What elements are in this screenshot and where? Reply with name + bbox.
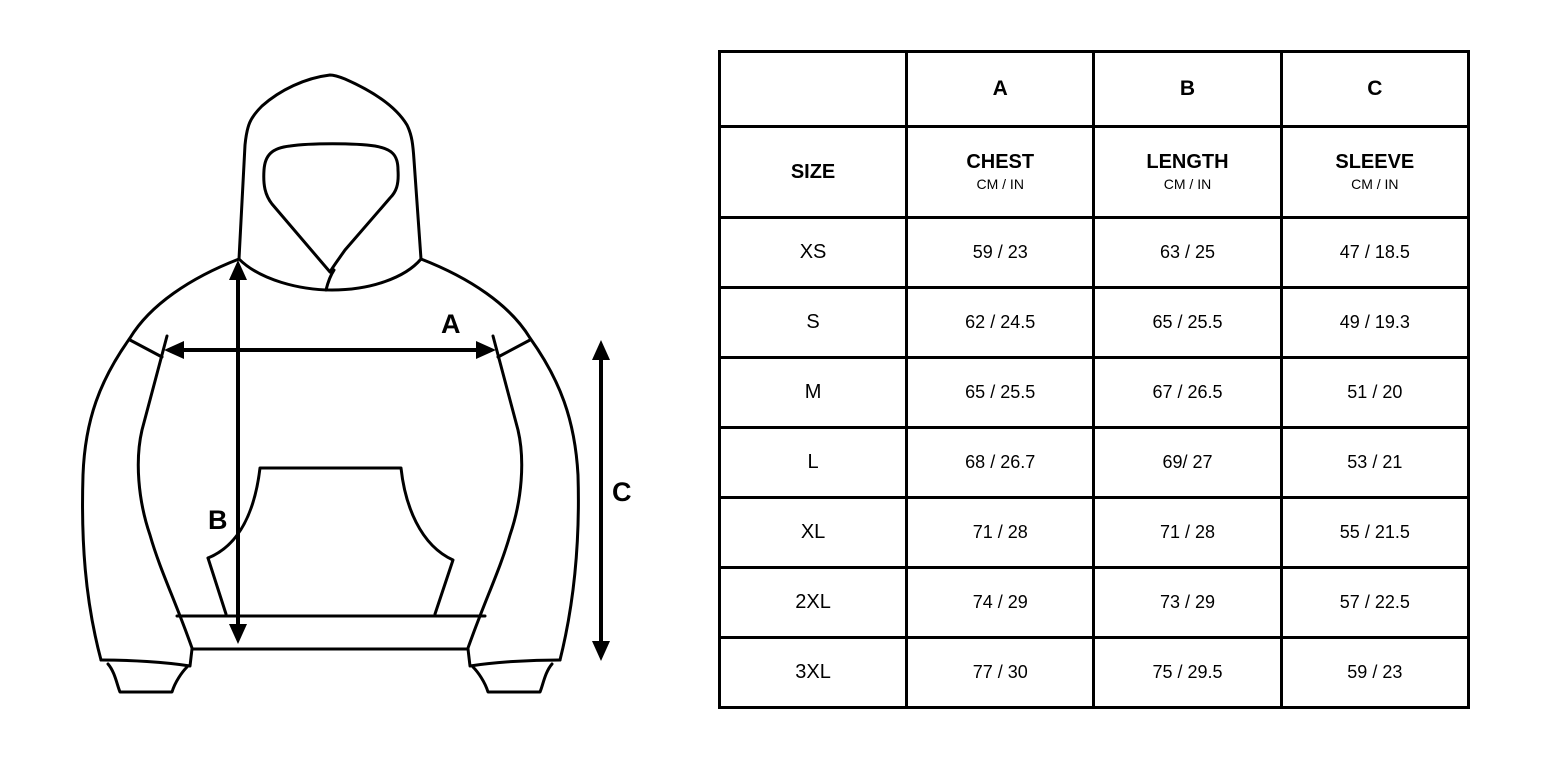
- size-cell: 3XL: [717, 636, 909, 709]
- chest-cell: 65 / 25.5: [905, 356, 1096, 429]
- length-cell: 65 / 25.5: [1092, 286, 1283, 359]
- table-row: M 65 / 25.5 67 / 26.5 51 / 20: [717, 356, 1471, 429]
- sleeve-cell: 49 / 19.3: [1279, 286, 1471, 359]
- length-label: LENGTH: [1146, 151, 1229, 173]
- size-cell: XL: [717, 496, 909, 569]
- chest-cell: 59 / 23: [905, 216, 1096, 289]
- size-cell: XS: [717, 216, 909, 289]
- size-column-header: SIZE: [717, 125, 909, 219]
- length-unit: CM / IN: [1163, 176, 1212, 192]
- length-cell: 75 / 29.5: [1092, 636, 1283, 709]
- chest-cell: 62 / 24.5: [905, 286, 1096, 359]
- length-column-header: LENGTH CM / IN: [1092, 125, 1283, 219]
- hoodie-diagram: A B C: [0, 0, 700, 768]
- sleeve-cell: 51 / 20: [1279, 356, 1471, 429]
- sleeve-column-header: SLEEVE CM / IN: [1279, 125, 1471, 219]
- dimension-label-a: A: [441, 309, 461, 339]
- hoodie-outline-icon: [81, 73, 610, 694]
- table-row: 2XL 74 / 29 73 / 29 57 / 22.5: [717, 566, 1471, 639]
- letter-b-header: B: [1092, 50, 1283, 128]
- length-cell: 67 / 26.5: [1092, 356, 1283, 429]
- sleeve-unit: CM / IN: [1351, 176, 1399, 192]
- dimension-label-c: C: [612, 477, 632, 507]
- table-row: 3XL 77 / 30 75 / 29.5 59 / 23: [717, 636, 1471, 709]
- length-cell: 63 / 25: [1092, 216, 1283, 289]
- sleeve-cell: 53 / 21: [1279, 426, 1471, 499]
- letter-header-row: A B C: [717, 50, 1471, 128]
- length-cell: 73 / 29: [1092, 566, 1283, 639]
- chest-unit: CM / IN: [976, 176, 1024, 192]
- sleeve-label: SLEEVE: [1335, 151, 1415, 173]
- size-cell: L: [717, 426, 909, 499]
- chest-column-header: CHEST CM / IN: [905, 125, 1096, 219]
- chest-label: CHEST: [966, 151, 1035, 173]
- chest-cell: 77 / 30: [905, 636, 1096, 709]
- table-row: XS 59 / 23 63 / 25 47 / 18.5: [717, 216, 1471, 289]
- size-cell: S: [717, 286, 909, 359]
- chest-cell: 68 / 26.7: [905, 426, 1096, 499]
- column-header-row: SIZE CHEST CM / IN LENGTH CM / IN SLEEVE CM…: [717, 125, 1471, 219]
- length-cell: 71 / 28: [1092, 496, 1283, 569]
- sleeve-cell: 55 / 21.5: [1279, 496, 1471, 569]
- empty-header-cell: [717, 50, 909, 128]
- chest-cell: 71 / 28: [905, 496, 1096, 569]
- chest-cell: 74 / 29: [905, 566, 1096, 639]
- sleeve-cell: 57 / 22.5: [1279, 566, 1471, 639]
- table-row: XL 71 / 28 71 / 28 55 / 21.5: [717, 496, 1471, 569]
- table-row: S 62 / 24.5 65 / 25.5 49 / 19.3: [717, 286, 1471, 359]
- size-cell: M: [717, 356, 909, 429]
- sleeve-cell: 47 / 18.5: [1279, 216, 1471, 289]
- size-cell: 2XL: [717, 566, 909, 639]
- letter-c-header: C: [1279, 50, 1471, 128]
- length-cell: 69/ 27: [1092, 426, 1283, 499]
- dimension-label-b: B: [208, 505, 228, 535]
- letter-a-header: A: [905, 50, 1096, 128]
- sleeve-cell: 59 / 23: [1279, 636, 1471, 709]
- table-row: L 68 / 26.7 69/ 27 53 / 21: [717, 426, 1471, 499]
